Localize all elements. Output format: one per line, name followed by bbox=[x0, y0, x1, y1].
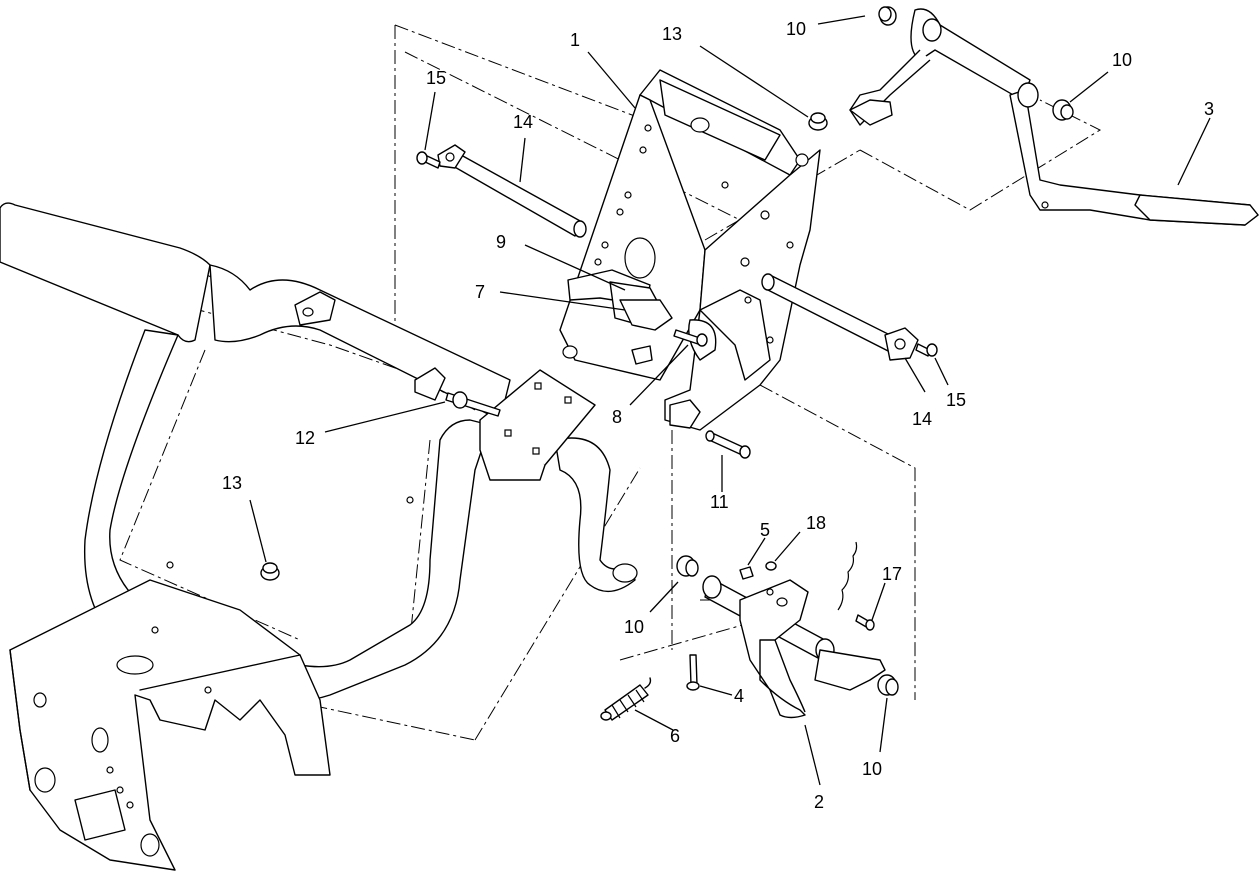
callout-4: 4 bbox=[734, 686, 744, 706]
nut-18 bbox=[765, 561, 777, 571]
pedal-3 bbox=[849, 8, 1259, 226]
callout-10a: 10 bbox=[786, 19, 806, 39]
callout-18: 18 bbox=[806, 513, 826, 533]
callout-9: 9 bbox=[496, 232, 506, 252]
bushing-10-lower-left bbox=[676, 555, 699, 577]
callout-13b: 13 bbox=[662, 24, 682, 44]
nut-13-top bbox=[808, 112, 828, 131]
callout-labels: 1 2 3 4 5 6 7 8 9 10 10 10 10 11 12 13 1… bbox=[222, 19, 1214, 812]
callout-6: 6 bbox=[670, 726, 680, 746]
callout-1: 1 bbox=[570, 30, 580, 50]
mount-bracket bbox=[294, 291, 596, 481]
nut-13-left bbox=[260, 562, 280, 581]
callout-5: 5 bbox=[760, 520, 770, 540]
bolt-12 bbox=[445, 391, 501, 417]
shaft-14-right bbox=[761, 273, 919, 361]
chassis-plate bbox=[9, 579, 331, 871]
bushing-10-top-left bbox=[878, 6, 897, 26]
callout-11: 11 bbox=[710, 492, 729, 512]
switch-assembly bbox=[567, 269, 673, 331]
pin-8 bbox=[673, 329, 708, 347]
callout-14b: 14 bbox=[912, 409, 932, 429]
pin-11 bbox=[705, 430, 751, 459]
shaft-14-left bbox=[437, 144, 587, 238]
leader-lines bbox=[249, 15, 1211, 786]
pedal-support-bracket bbox=[559, 69, 821, 431]
bushing-10-lower-right bbox=[877, 674, 899, 696]
callout-15a: 15 bbox=[426, 68, 446, 88]
pedal-2 bbox=[702, 575, 886, 719]
callout-7: 7 bbox=[475, 282, 485, 302]
callout-10d: 10 bbox=[862, 759, 882, 779]
callout-3: 3 bbox=[1204, 99, 1214, 119]
callout-13a: 13 bbox=[222, 473, 242, 493]
callout-17: 17 bbox=[882, 564, 902, 584]
callout-10b: 10 bbox=[1112, 50, 1132, 70]
key-5 bbox=[739, 566, 754, 580]
bolt-15-right bbox=[915, 343, 938, 357]
callout-10c: 10 bbox=[624, 617, 644, 637]
callout-12: 12 bbox=[295, 428, 315, 448]
spring-6 bbox=[600, 677, 652, 721]
callout-8: 8 bbox=[612, 407, 622, 427]
callout-2: 2 bbox=[814, 792, 824, 812]
bushing-10-top-right bbox=[1052, 99, 1074, 121]
callout-15b: 15 bbox=[946, 390, 966, 410]
bolt-15-left bbox=[416, 151, 441, 169]
bolt-4 bbox=[686, 654, 700, 691]
callout-14a: 14 bbox=[513, 112, 533, 132]
spring-17 bbox=[837, 541, 875, 631]
